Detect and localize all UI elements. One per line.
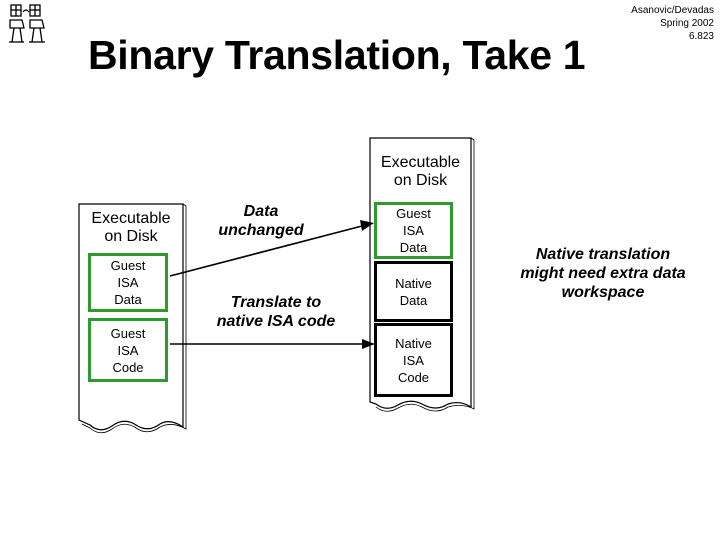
left-disk-outline xyxy=(78,203,184,431)
left-disk-header: Executable on Disk xyxy=(91,210,171,245)
right-disk-header: Executable on Disk xyxy=(380,154,461,189)
arrow-code-label: Translate to native ISA code xyxy=(216,294,336,330)
left-guest-code-box: Guest ISA Code xyxy=(88,318,168,382)
right-native-code-box: Native ISA Code xyxy=(374,323,453,397)
slide-title: Binary Translation, Take 1 xyxy=(88,32,586,78)
left-disk-shadow xyxy=(81,203,187,434)
credit-term: Spring 2002 xyxy=(660,18,714,29)
right-disk-outline xyxy=(369,137,472,409)
arrow-data-unchanged-head xyxy=(360,220,374,231)
left-guest-data-box: Guest ISA Data xyxy=(88,253,168,312)
workspace-note: Native translation might need extra data… xyxy=(520,246,686,301)
logo-icon xyxy=(9,4,45,43)
arrow-data-unchanged xyxy=(169,225,363,277)
arrow-data-label: Data unchanged xyxy=(218,203,304,239)
credit-authors: Asanovic/Devadas xyxy=(631,5,714,16)
right-disk-shadow xyxy=(375,137,475,412)
slide-credit: Asanovic/Devadas Spring 2002 6.823 xyxy=(631,4,714,43)
arrow-translate-code-head xyxy=(362,339,375,349)
right-native-data-box: Native Data xyxy=(374,261,453,322)
right-guest-data-box: Guest ISA Data xyxy=(374,202,453,259)
credit-course: 6.823 xyxy=(688,31,714,42)
